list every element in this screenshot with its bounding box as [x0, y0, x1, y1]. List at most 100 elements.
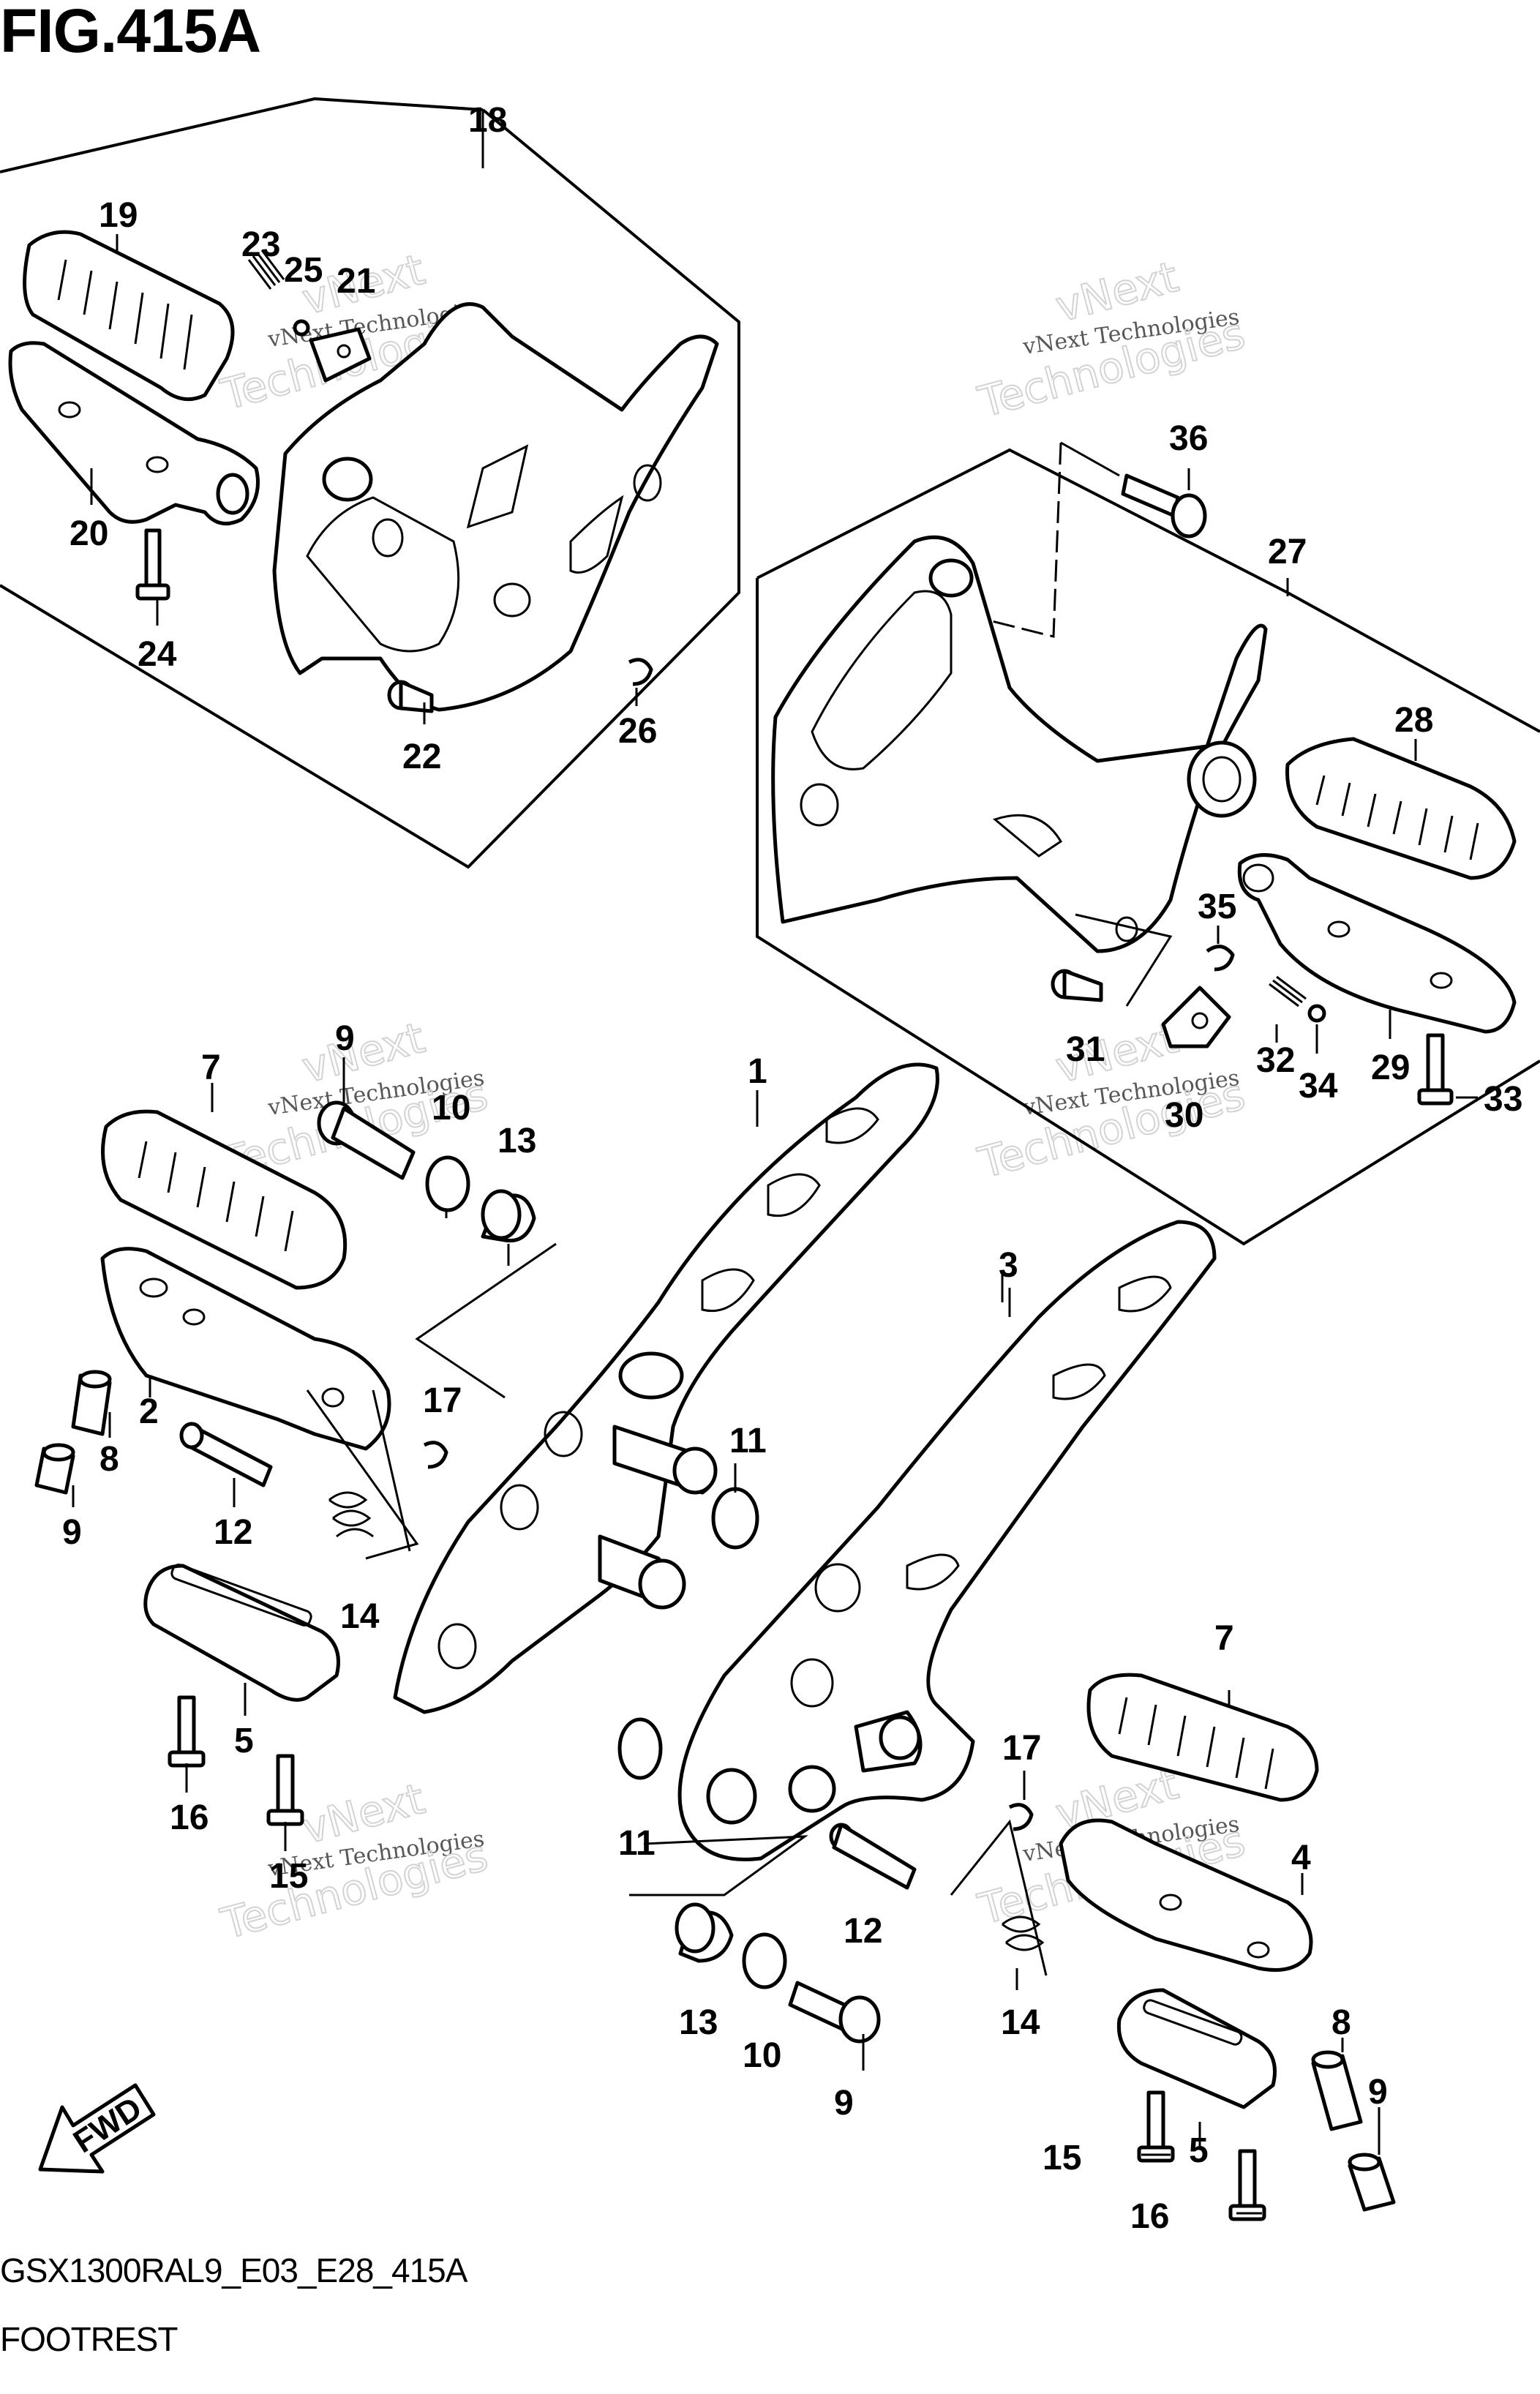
ball-34 [1307, 1004, 1326, 1023]
leader [415, 1242, 557, 1399]
cover-5b [1116, 1988, 1277, 2109]
footrest-rubber-19 [23, 230, 235, 402]
leader [950, 1819, 1048, 1976]
callout-19: 19 [99, 196, 138, 235]
callout-15b: 15 [1043, 2139, 1081, 2177]
footrest-rubber-6b [1086, 1673, 1319, 1802]
plug-7a [71, 1370, 112, 1436]
footrest-rubber-6a [101, 1109, 348, 1290]
callout-31: 31 [1066, 1030, 1105, 1069]
footrest-bracket-1 [393, 1062, 939, 1714]
footrest-29 [1237, 853, 1517, 1034]
bolt-9a [317, 1100, 416, 1180]
bolt-36 [1121, 473, 1207, 539]
callout-6a: 7 [201, 1048, 221, 1087]
pin-12a [179, 1422, 273, 1487]
callout-4: 4 [1291, 1839, 1311, 1877]
bolt-33 [1417, 1033, 1454, 1106]
pin-12b [829, 1823, 917, 1890]
callout-30: 30 [1165, 1096, 1203, 1135]
callout-11a: 11 [729, 1422, 767, 1460]
callout-3: 3 [999, 1246, 1018, 1285]
callout-20: 20 [70, 514, 108, 553]
footrest-bracket-27 [771, 535, 1268, 953]
leader [306, 1389, 419, 1560]
plate-21 [309, 327, 372, 383]
spring-14b [1002, 1915, 1045, 1951]
callout-25: 25 [284, 251, 323, 290]
spring-23 [247, 249, 285, 290]
e-ring-17b [1008, 1803, 1034, 1831]
plate-30 [1161, 986, 1231, 1048]
callout-10b: 10 [743, 2036, 781, 2075]
callout-36: 36 [1169, 419, 1208, 458]
washer-10a [425, 1155, 470, 1212]
washer-10b [742, 1932, 787, 1989]
callout-16b: 16 [1130, 2197, 1169, 2236]
footrest-20 [8, 341, 260, 526]
assembly-box-18 [0, 97, 740, 869]
callout-12a: 12 [214, 1513, 252, 1552]
callout-34: 34 [1299, 1067, 1338, 1106]
bolt-24 [135, 528, 170, 601]
plug-7b [1311, 2050, 1363, 2131]
footrest-bracket-3 [677, 1220, 1217, 1861]
cover-5a [143, 1564, 340, 1702]
callout-17a: 17 [423, 1381, 462, 1420]
e-ring-35 [1206, 945, 1235, 972]
callout-9a: 9 [335, 1019, 355, 1058]
callout-24: 24 [138, 635, 177, 674]
footrest-rubber-28 [1285, 737, 1517, 880]
bolt-16a [168, 1695, 206, 1768]
callout-leaders [72, 234, 1478, 2215]
callout-26: 26 [618, 712, 657, 751]
drawing-code: GSX1300RAL9_E03_E28_415A [0, 2251, 467, 2289]
callout-6b: 7 [1214, 1619, 1234, 1658]
callout-28: 28 [1394, 701, 1433, 740]
callout-15a: 15 [269, 1857, 308, 1896]
section-name: FOOTREST [0, 2320, 178, 2358]
callout-1: 1 [748, 1052, 767, 1091]
washer-11a [711, 1487, 759, 1550]
callout-5b: 5 [1189, 2131, 1209, 2170]
callout-33: 33 [1484, 1080, 1522, 1119]
callout-32: 32 [1256, 1041, 1295, 1080]
callout-16a: 16 [170, 1798, 209, 1837]
callout-labels: 18 19 23 25 21 20 24 22 26 36 27 28 35 3… [62, 101, 1522, 2236]
callout-22: 22 [402, 738, 441, 776]
callout-18: 18 [468, 101, 507, 140]
plug-8b [1348, 2153, 1396, 2212]
washer-11b [617, 1717, 663, 1780]
spring-32 [1269, 975, 1307, 1007]
leader [1075, 913, 1173, 1007]
bolt-15a [266, 1754, 304, 1826]
leader [629, 1835, 808, 1896]
bushing-13a [481, 1189, 536, 1243]
pin-31 [1051, 969, 1103, 1002]
leader [372, 1389, 411, 1552]
callout-23: 23 [241, 225, 280, 264]
callout-27: 27 [1268, 533, 1307, 571]
callout-14a: 14 [340, 1597, 380, 1636]
callout-13b: 13 [679, 2003, 718, 2042]
callout-21: 21 [337, 262, 375, 301]
figure-title: FIG.415A [0, 0, 261, 65]
callout-10a: 10 [432, 1089, 470, 1127]
callout-8b: 9 [1368, 2073, 1388, 2112]
callout-5a: 5 [234, 1722, 254, 1760]
e-ring-26 [628, 658, 653, 686]
callout-12b: 12 [844, 1912, 882, 1951]
callout-7a: 8 [99, 1440, 119, 1479]
bolt-15b [1137, 2090, 1175, 2163]
spring-14a [328, 1491, 374, 1538]
callout-17b: 17 [1002, 1729, 1041, 1768]
callout-9b: 9 [834, 2084, 854, 2123]
plug-8a [34, 1443, 75, 1495]
bushing-13b [675, 1902, 734, 1963]
e-ring-17a [423, 1441, 448, 1469]
forward-direction-arrow: FWD [38, 2083, 156, 2174]
callout-7b: 8 [1331, 2003, 1351, 2042]
footrest-2 [100, 1247, 391, 1451]
